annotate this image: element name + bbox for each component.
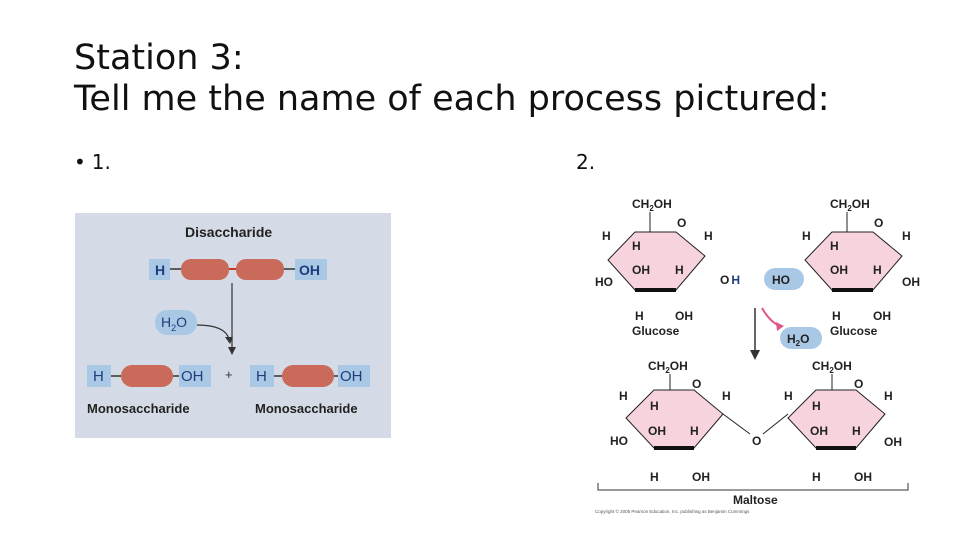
item-2-label: 2. (576, 150, 596, 174)
glucose-right-label: Glucose (830, 324, 878, 338)
water-arrow-head-icon (776, 322, 784, 331)
atom-oh: OH (675, 309, 693, 323)
atom-h: H (832, 309, 841, 323)
bullet-icon: • (74, 150, 86, 174)
sugar-right (236, 259, 284, 280)
atom-oh: OH (902, 275, 920, 289)
atom-oh: OH (692, 470, 710, 484)
atom-h: H (635, 309, 644, 323)
atom-h: H (650, 399, 659, 413)
atom-oh: OH (884, 435, 902, 449)
atom-h: H (852, 424, 861, 438)
ring-o: O (677, 216, 686, 230)
slide-title: Station 3: Tell me the name of each proc… (74, 38, 830, 120)
plus-sign: + (225, 367, 233, 382)
hydrolysis-diagram: Disaccharide H OH H2O H OH + H (75, 213, 391, 438)
mono2-h-text: H (256, 368, 267, 385)
glycosidic-o: O (752, 434, 761, 448)
ch2oh-label: CH2OH (632, 197, 672, 213)
mono1-oh-group (179, 365, 211, 387)
item-1-label: •1. (74, 150, 111, 174)
mono1-sugar (121, 365, 173, 387)
water-arrow (196, 324, 230, 340)
atom-h: H (902, 229, 911, 243)
copyright-text: Copyright © 2005 Pearson Education, Inc.… (595, 508, 750, 514)
atom-h: H (722, 389, 731, 403)
title-line-1: Station 3: (74, 38, 244, 78)
water-formula: H2O (787, 332, 809, 348)
ch2oh-label: CH2OH (830, 197, 870, 213)
atom-h: H (602, 229, 611, 243)
ring (625, 389, 724, 449)
mono1-h-text: H (93, 368, 104, 385)
left-h-text: H (155, 262, 165, 278)
atom-h: H (650, 470, 659, 484)
ring (787, 389, 886, 449)
glycosidic-bond (762, 413, 789, 435)
water-arrow-head-icon (225, 337, 233, 344)
atom-h: H (690, 424, 699, 438)
sugar-left (181, 259, 229, 280)
mono2-oh-group (338, 365, 370, 387)
water-bubble (780, 327, 822, 349)
atom-oh: OH (854, 470, 872, 484)
maltose-label: Maltose (733, 493, 778, 507)
ho-leaving: HO (772, 273, 790, 287)
atom-ho: HO (610, 434, 628, 448)
arrow-head-icon (228, 347, 236, 355)
left-h-group (149, 259, 170, 280)
atom-h: H (619, 389, 628, 403)
atom-h: H (632, 239, 641, 253)
mono2-oh-text: OH (340, 368, 363, 385)
glycosidic-bond (722, 413, 751, 435)
mono2-sugar (282, 365, 334, 387)
arrow-head-icon (750, 350, 760, 360)
ch2oh-label: CH2OH (812, 359, 852, 375)
atom-oh: OH (810, 424, 828, 438)
right-oh-group (295, 259, 327, 280)
atom-oh: OH (830, 263, 848, 277)
water-bubble (155, 310, 197, 335)
maltose-right-ring: CH2OH O H H H OH H OH H OH (784, 359, 902, 484)
atom-h: H (812, 399, 821, 413)
ring (607, 231, 706, 291)
atom-h: H (784, 389, 793, 403)
mono1-h-group (87, 365, 111, 387)
maltose-bracket (597, 483, 909, 491)
atom-h: H (802, 229, 811, 243)
atom-oh: OH (648, 424, 666, 438)
title-line-2: Tell me the name of each process picture… (74, 79, 830, 119)
atom-h: H (812, 470, 821, 484)
atom-h: H (873, 263, 882, 277)
mono1-oh-text: OH (181, 368, 204, 385)
water-formula: H2O (161, 314, 187, 333)
ring-o: O (874, 216, 883, 230)
atom-h: H (675, 263, 684, 277)
ring-o: O (692, 377, 701, 391)
glucose-right: CH2OH O H H H OH H OH H OH Glucose (802, 197, 920, 338)
atom-oh: OH (632, 263, 650, 277)
ring-o: O (854, 377, 863, 391)
disaccharide-label: Disaccharide (185, 224, 272, 240)
atom-ho: HO (595, 275, 613, 289)
atom-oh: OH (873, 309, 891, 323)
glucose-left-label: Glucose (632, 324, 680, 338)
hydrolysis-svg: Disaccharide H OH H2O H OH + H (87, 224, 370, 416)
atom-h: H (830, 239, 839, 253)
atom-h: H (704, 229, 713, 243)
ho-highlight (764, 268, 804, 290)
monosaccharide-right-label: Monosaccharide (255, 401, 358, 416)
maltose-left-ring: CH2OH O H H H HO OH H H OH (610, 359, 731, 484)
right-oh-text: OH (299, 262, 320, 278)
ch2oh-label: CH2OH (648, 359, 688, 375)
ring (804, 231, 903, 291)
monosaccharide-left-label: Monosaccharide (87, 401, 190, 416)
atom-h: H (884, 389, 893, 403)
mono2-h-group (250, 365, 274, 387)
